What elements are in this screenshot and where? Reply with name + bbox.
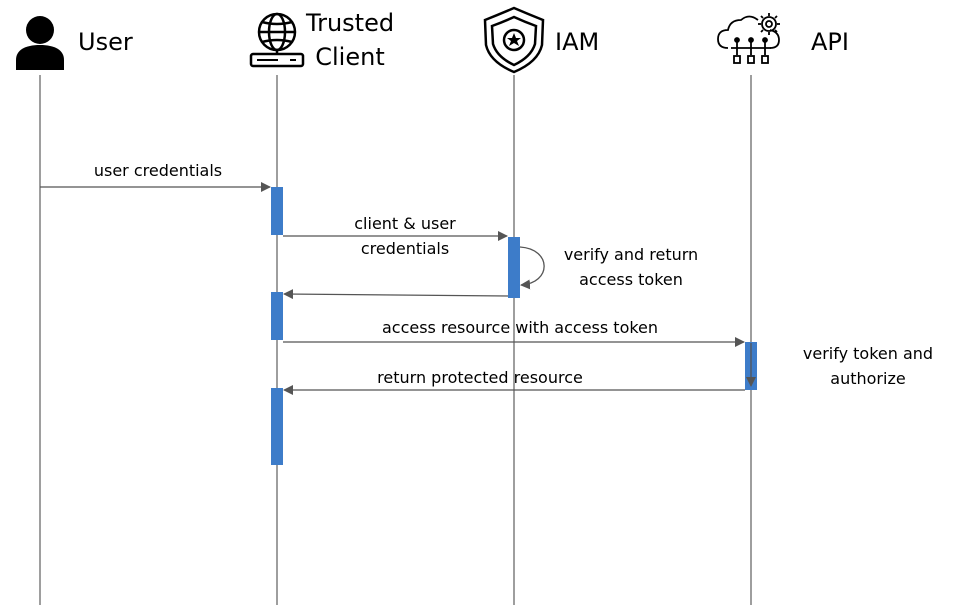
message-verify-return-token: verify and return access token (550, 242, 712, 292)
message-access-resource: access resource with access token (381, 318, 659, 337)
user-icon (16, 16, 64, 70)
iam-activation (508, 237, 520, 298)
police-badge-shield-icon (483, 6, 545, 74)
message-client-user-credentials-line2: credentials (360, 239, 450, 258)
actor-client-label-line1: Trusted (305, 9, 395, 37)
message-verify-return-token-line2: access token (579, 270, 683, 289)
cloud-gear-network-icon (717, 13, 780, 64)
note-api-verify: verify token and authorize (792, 341, 944, 391)
message-client-user-credentials-line1: client & user (354, 214, 456, 233)
message-user-credentials: user credentials (93, 161, 223, 180)
actor-client-label-line2: Client (315, 43, 385, 71)
note-api-verify-line2: authorize (830, 369, 906, 388)
actor-client-label: Trusted Client (300, 6, 400, 74)
arrow-self-verify (519, 246, 545, 290)
client-activation-3 (271, 388, 283, 465)
client-activation-1 (271, 187, 283, 235)
arrow-access-token-return (283, 289, 509, 300)
message-return-protected: return protected resource (377, 368, 583, 387)
actor-api-label: API (811, 28, 849, 56)
message-verify-return-token-line1: verify and return (563, 245, 699, 264)
actor-iam-label: IAM (555, 28, 600, 56)
message-client-user-credentials: client & user credentials (330, 211, 480, 261)
globe-server-icon (249, 12, 305, 68)
actor-user-label: User (78, 28, 133, 56)
client-activation-2 (271, 292, 283, 340)
note-api-verify-line1: verify token and (802, 344, 934, 363)
